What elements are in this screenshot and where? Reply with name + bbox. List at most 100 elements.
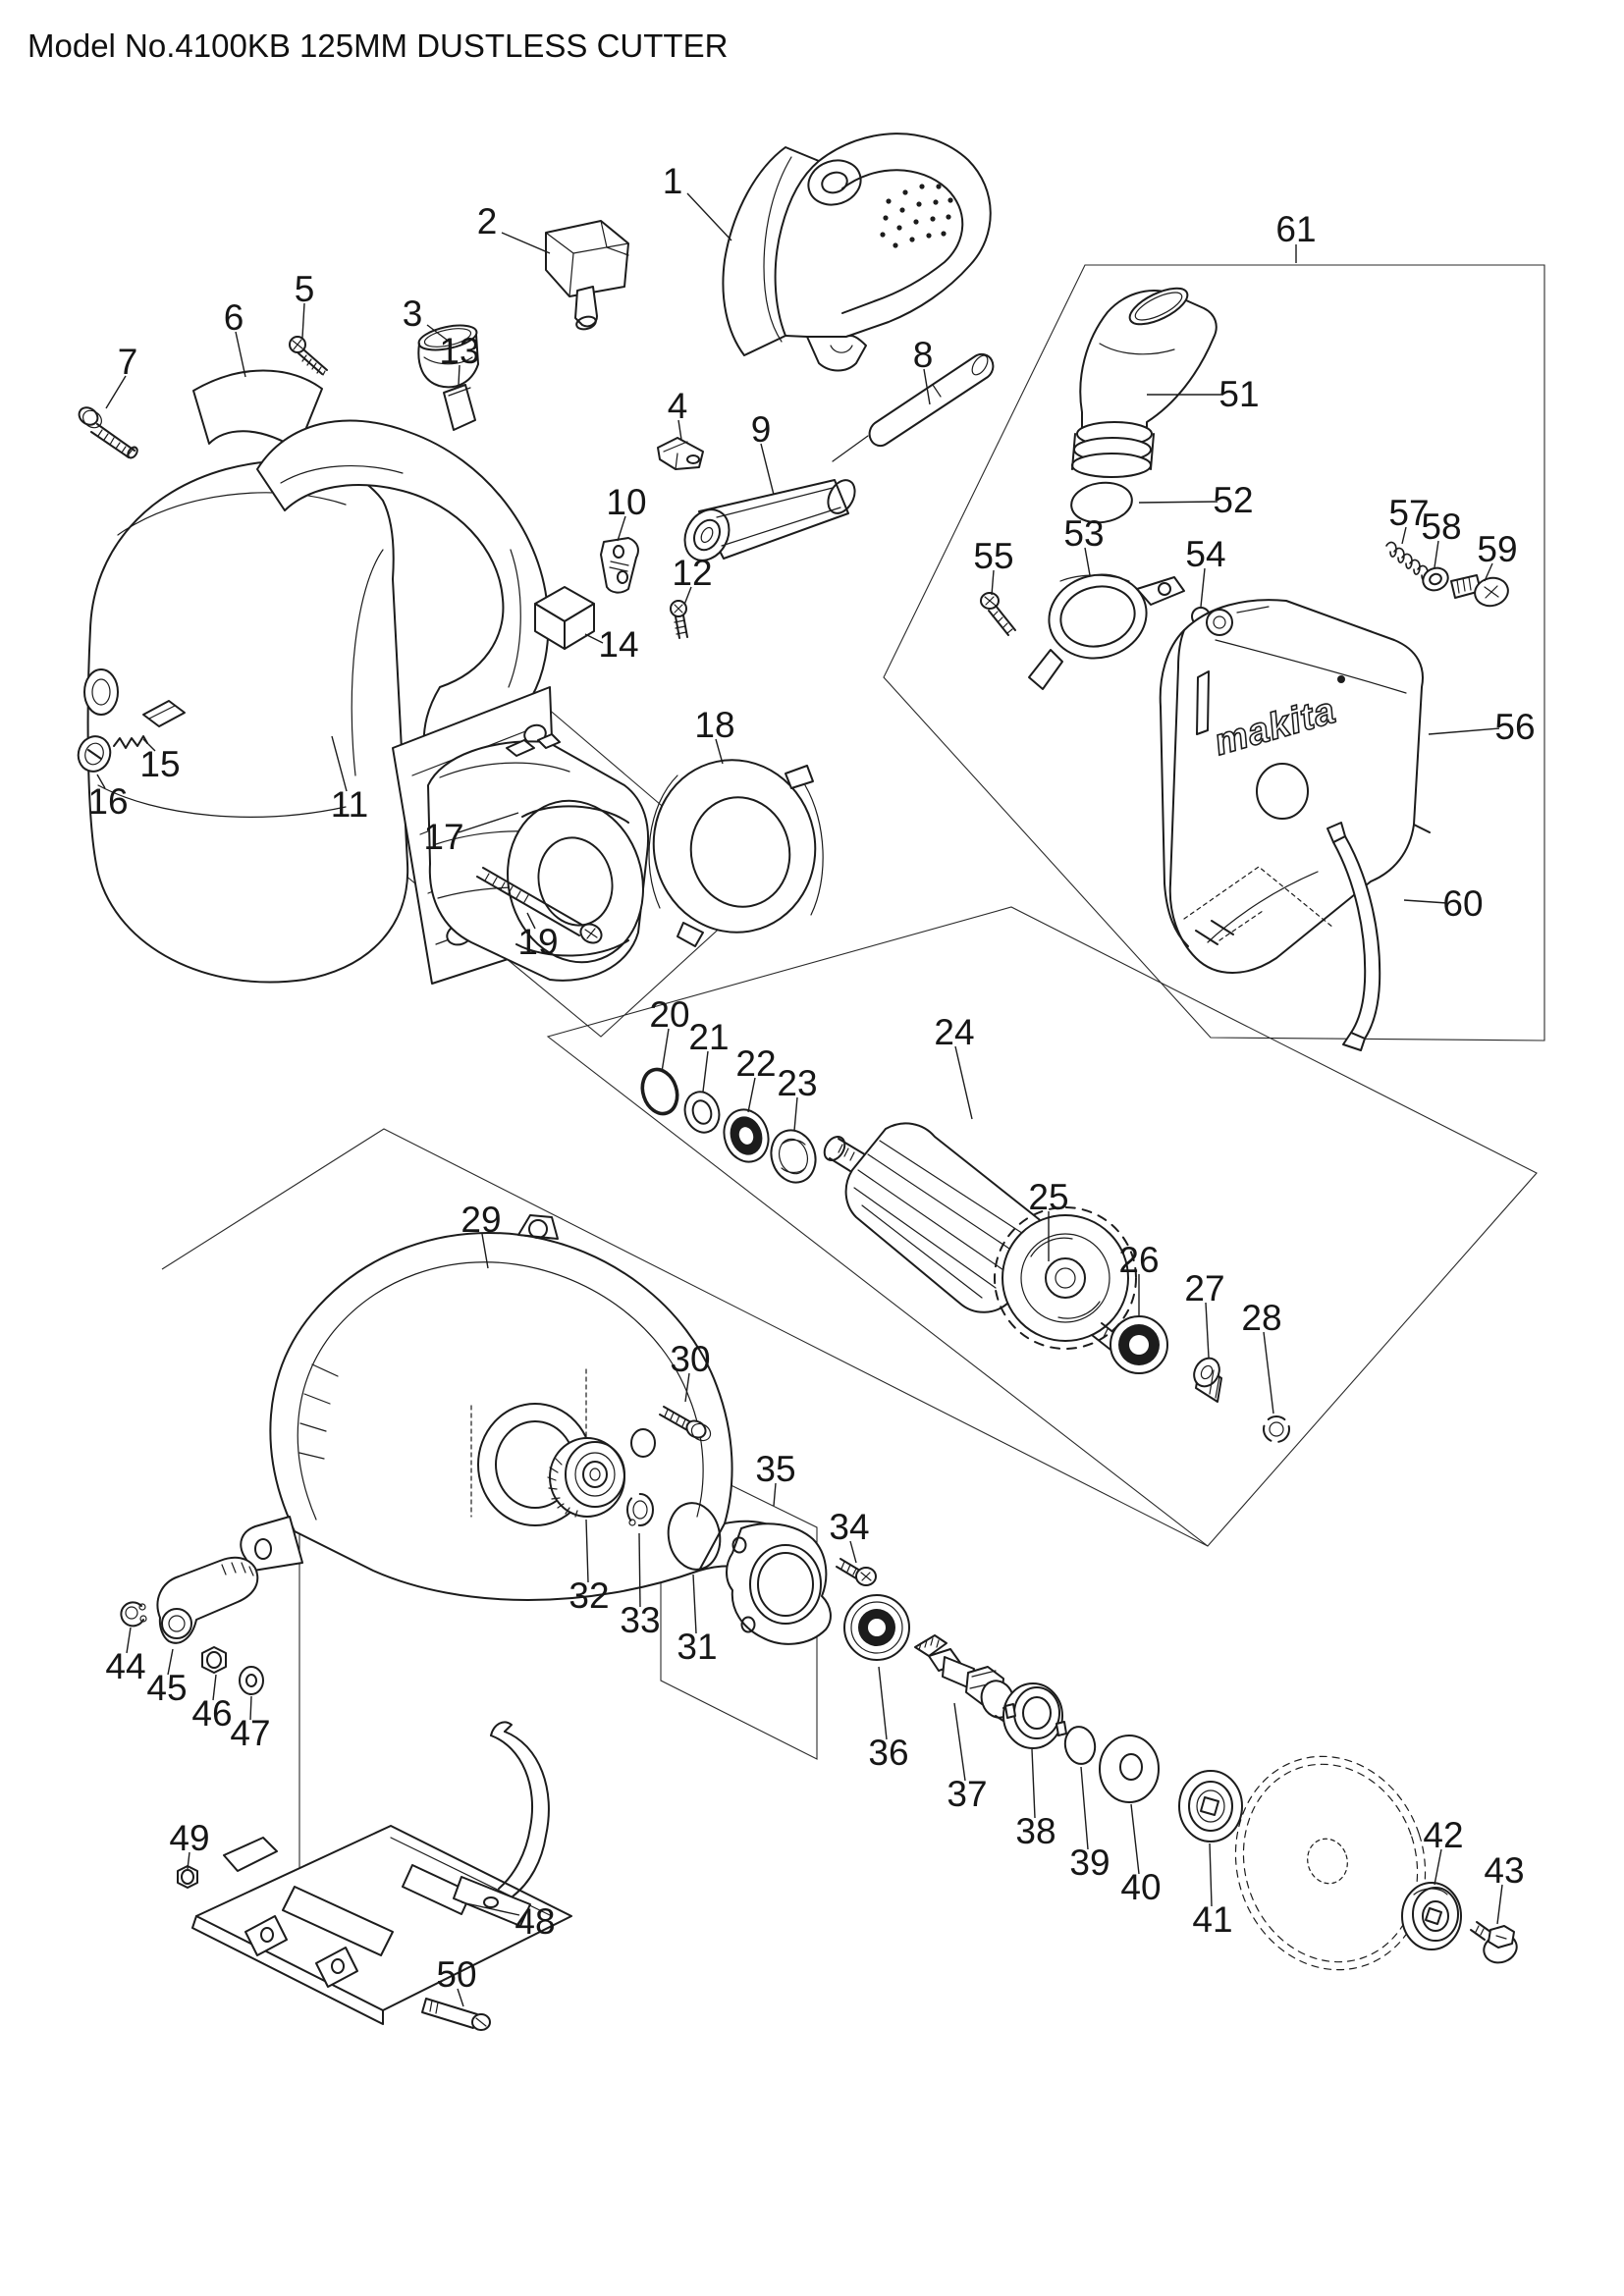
part-51-dust-nozzle bbox=[1071, 287, 1218, 478]
group-box-61 bbox=[883, 264, 1545, 1041]
part-callout-5: 5 bbox=[295, 269, 315, 309]
part-callout-16: 16 bbox=[87, 781, 128, 822]
leader-line-18 bbox=[715, 738, 724, 765]
leader-line-48 bbox=[460, 1901, 520, 1916]
leader-line-60 bbox=[1403, 899, 1448, 904]
part-callout-3: 3 bbox=[403, 294, 423, 334]
leader-line-52 bbox=[1138, 501, 1218, 504]
part-39-o-ring bbox=[1063, 1726, 1097, 1765]
part-17-field-stator bbox=[427, 733, 650, 982]
part-14-block bbox=[534, 586, 595, 650]
leader-line-53 bbox=[1084, 547, 1091, 576]
leader-line-27 bbox=[1205, 1302, 1210, 1359]
part-callout-32: 32 bbox=[568, 1575, 609, 1616]
leader-line-3 bbox=[426, 324, 453, 345]
part-33-snap-ring bbox=[626, 1493, 654, 1526]
part-28-ring bbox=[1263, 1415, 1290, 1443]
leader-line-15 bbox=[142, 738, 156, 752]
leader-line-22 bbox=[747, 1077, 756, 1113]
part-callout-44: 44 bbox=[105, 1646, 145, 1686]
part-12-screw bbox=[670, 600, 688, 639]
part-6-name-plate bbox=[192, 369, 323, 451]
part-52-o-ring bbox=[1070, 481, 1133, 524]
part-26-bearing bbox=[1110, 1315, 1168, 1374]
part-40-washer bbox=[1099, 1735, 1160, 1803]
leader-line-40 bbox=[1130, 1803, 1140, 1875]
part-58-washer bbox=[1422, 566, 1449, 592]
leader-line-36 bbox=[878, 1666, 888, 1740]
leader-line-34 bbox=[849, 1540, 857, 1564]
leader-line-17 bbox=[458, 812, 519, 833]
leader-line-37 bbox=[953, 1702, 966, 1782]
part-callout-18: 18 bbox=[694, 705, 734, 745]
part-callout-27: 27 bbox=[1184, 1268, 1224, 1308]
part-38-flange-nut bbox=[1002, 1682, 1067, 1749]
leader-line-20 bbox=[661, 1028, 670, 1073]
part-callout-39: 39 bbox=[1069, 1842, 1110, 1883]
part-11-motor-housing bbox=[83, 419, 561, 985]
part-21-washer bbox=[683, 1091, 721, 1134]
part-44-e-ring bbox=[120, 1601, 147, 1628]
part-callout-26: 26 bbox=[1118, 1240, 1159, 1280]
part-callout-11: 11 bbox=[331, 784, 368, 825]
part-1-handle bbox=[722, 133, 992, 372]
part-20-o-ring bbox=[640, 1067, 679, 1116]
part-callout-56: 56 bbox=[1494, 707, 1535, 747]
part-9-grip-pipe bbox=[683, 479, 856, 561]
leader-line-45 bbox=[167, 1648, 174, 1676]
part-callout-17: 17 bbox=[423, 817, 463, 857]
part-59-bolt bbox=[1450, 574, 1509, 608]
part-callout-20: 20 bbox=[649, 994, 689, 1035]
part-16-brush-cap bbox=[77, 735, 112, 773]
leader-line-42 bbox=[1434, 1848, 1442, 1886]
leader-line-44 bbox=[126, 1627, 132, 1654]
leader-line-55 bbox=[991, 569, 995, 596]
part-callout-2: 2 bbox=[477, 201, 498, 241]
part-callout-60: 60 bbox=[1442, 883, 1483, 924]
part-callout-45: 45 bbox=[146, 1668, 187, 1708]
part-callout-24: 24 bbox=[934, 1012, 974, 1052]
part-22-bearing bbox=[723, 1108, 770, 1163]
part-callout-37: 37 bbox=[947, 1774, 987, 1814]
part-callout-34: 34 bbox=[829, 1507, 869, 1547]
part-callout-29: 29 bbox=[460, 1200, 501, 1240]
part-50-pin bbox=[421, 1998, 491, 2031]
part-callout-15: 15 bbox=[139, 744, 180, 784]
leader-line-21 bbox=[702, 1050, 709, 1093]
part-callout-41: 41 bbox=[1192, 1899, 1232, 1940]
part-callout-7: 7 bbox=[118, 342, 138, 382]
leader-line-14 bbox=[584, 633, 604, 644]
part-callout-21: 21 bbox=[688, 1017, 729, 1057]
leader-line-57 bbox=[1401, 526, 1407, 545]
leader-line-13 bbox=[458, 364, 460, 386]
part-35-bearing-box bbox=[726, 1522, 832, 1645]
part-callout-49: 49 bbox=[169, 1818, 209, 1858]
part-callout-58: 58 bbox=[1421, 507, 1461, 547]
leader-line-23 bbox=[793, 1096, 798, 1132]
part-callout-22: 22 bbox=[735, 1043, 776, 1084]
leader-line-46 bbox=[212, 1674, 217, 1701]
part-callout-53: 53 bbox=[1063, 513, 1104, 554]
part-callout-28: 28 bbox=[1241, 1298, 1281, 1338]
part-callout-19: 19 bbox=[517, 922, 558, 962]
part-callout-52: 52 bbox=[1213, 480, 1253, 520]
part-18-baffle-ring bbox=[648, 759, 824, 947]
part-callout-40: 40 bbox=[1120, 1867, 1161, 1907]
part-30-screw bbox=[659, 1406, 712, 1442]
leader-line-56 bbox=[1428, 727, 1500, 735]
part-callout-1: 1 bbox=[663, 161, 683, 201]
part-callout-47: 47 bbox=[230, 1713, 270, 1753]
part-callout-35: 35 bbox=[755, 1449, 795, 1489]
part-32-gear bbox=[547, 1437, 625, 1518]
part-callout-50: 50 bbox=[436, 1954, 476, 1995]
leader-line-39 bbox=[1080, 1766, 1089, 1850]
leader-line-38 bbox=[1031, 1748, 1036, 1819]
part-callout-42: 42 bbox=[1423, 1815, 1463, 1855]
part-callout-61: 61 bbox=[1275, 209, 1316, 249]
part-callout-9: 9 bbox=[751, 409, 772, 450]
leader-line-19 bbox=[526, 912, 536, 930]
part-callout-10: 10 bbox=[606, 482, 646, 522]
part-callout-13: 13 bbox=[439, 331, 479, 371]
